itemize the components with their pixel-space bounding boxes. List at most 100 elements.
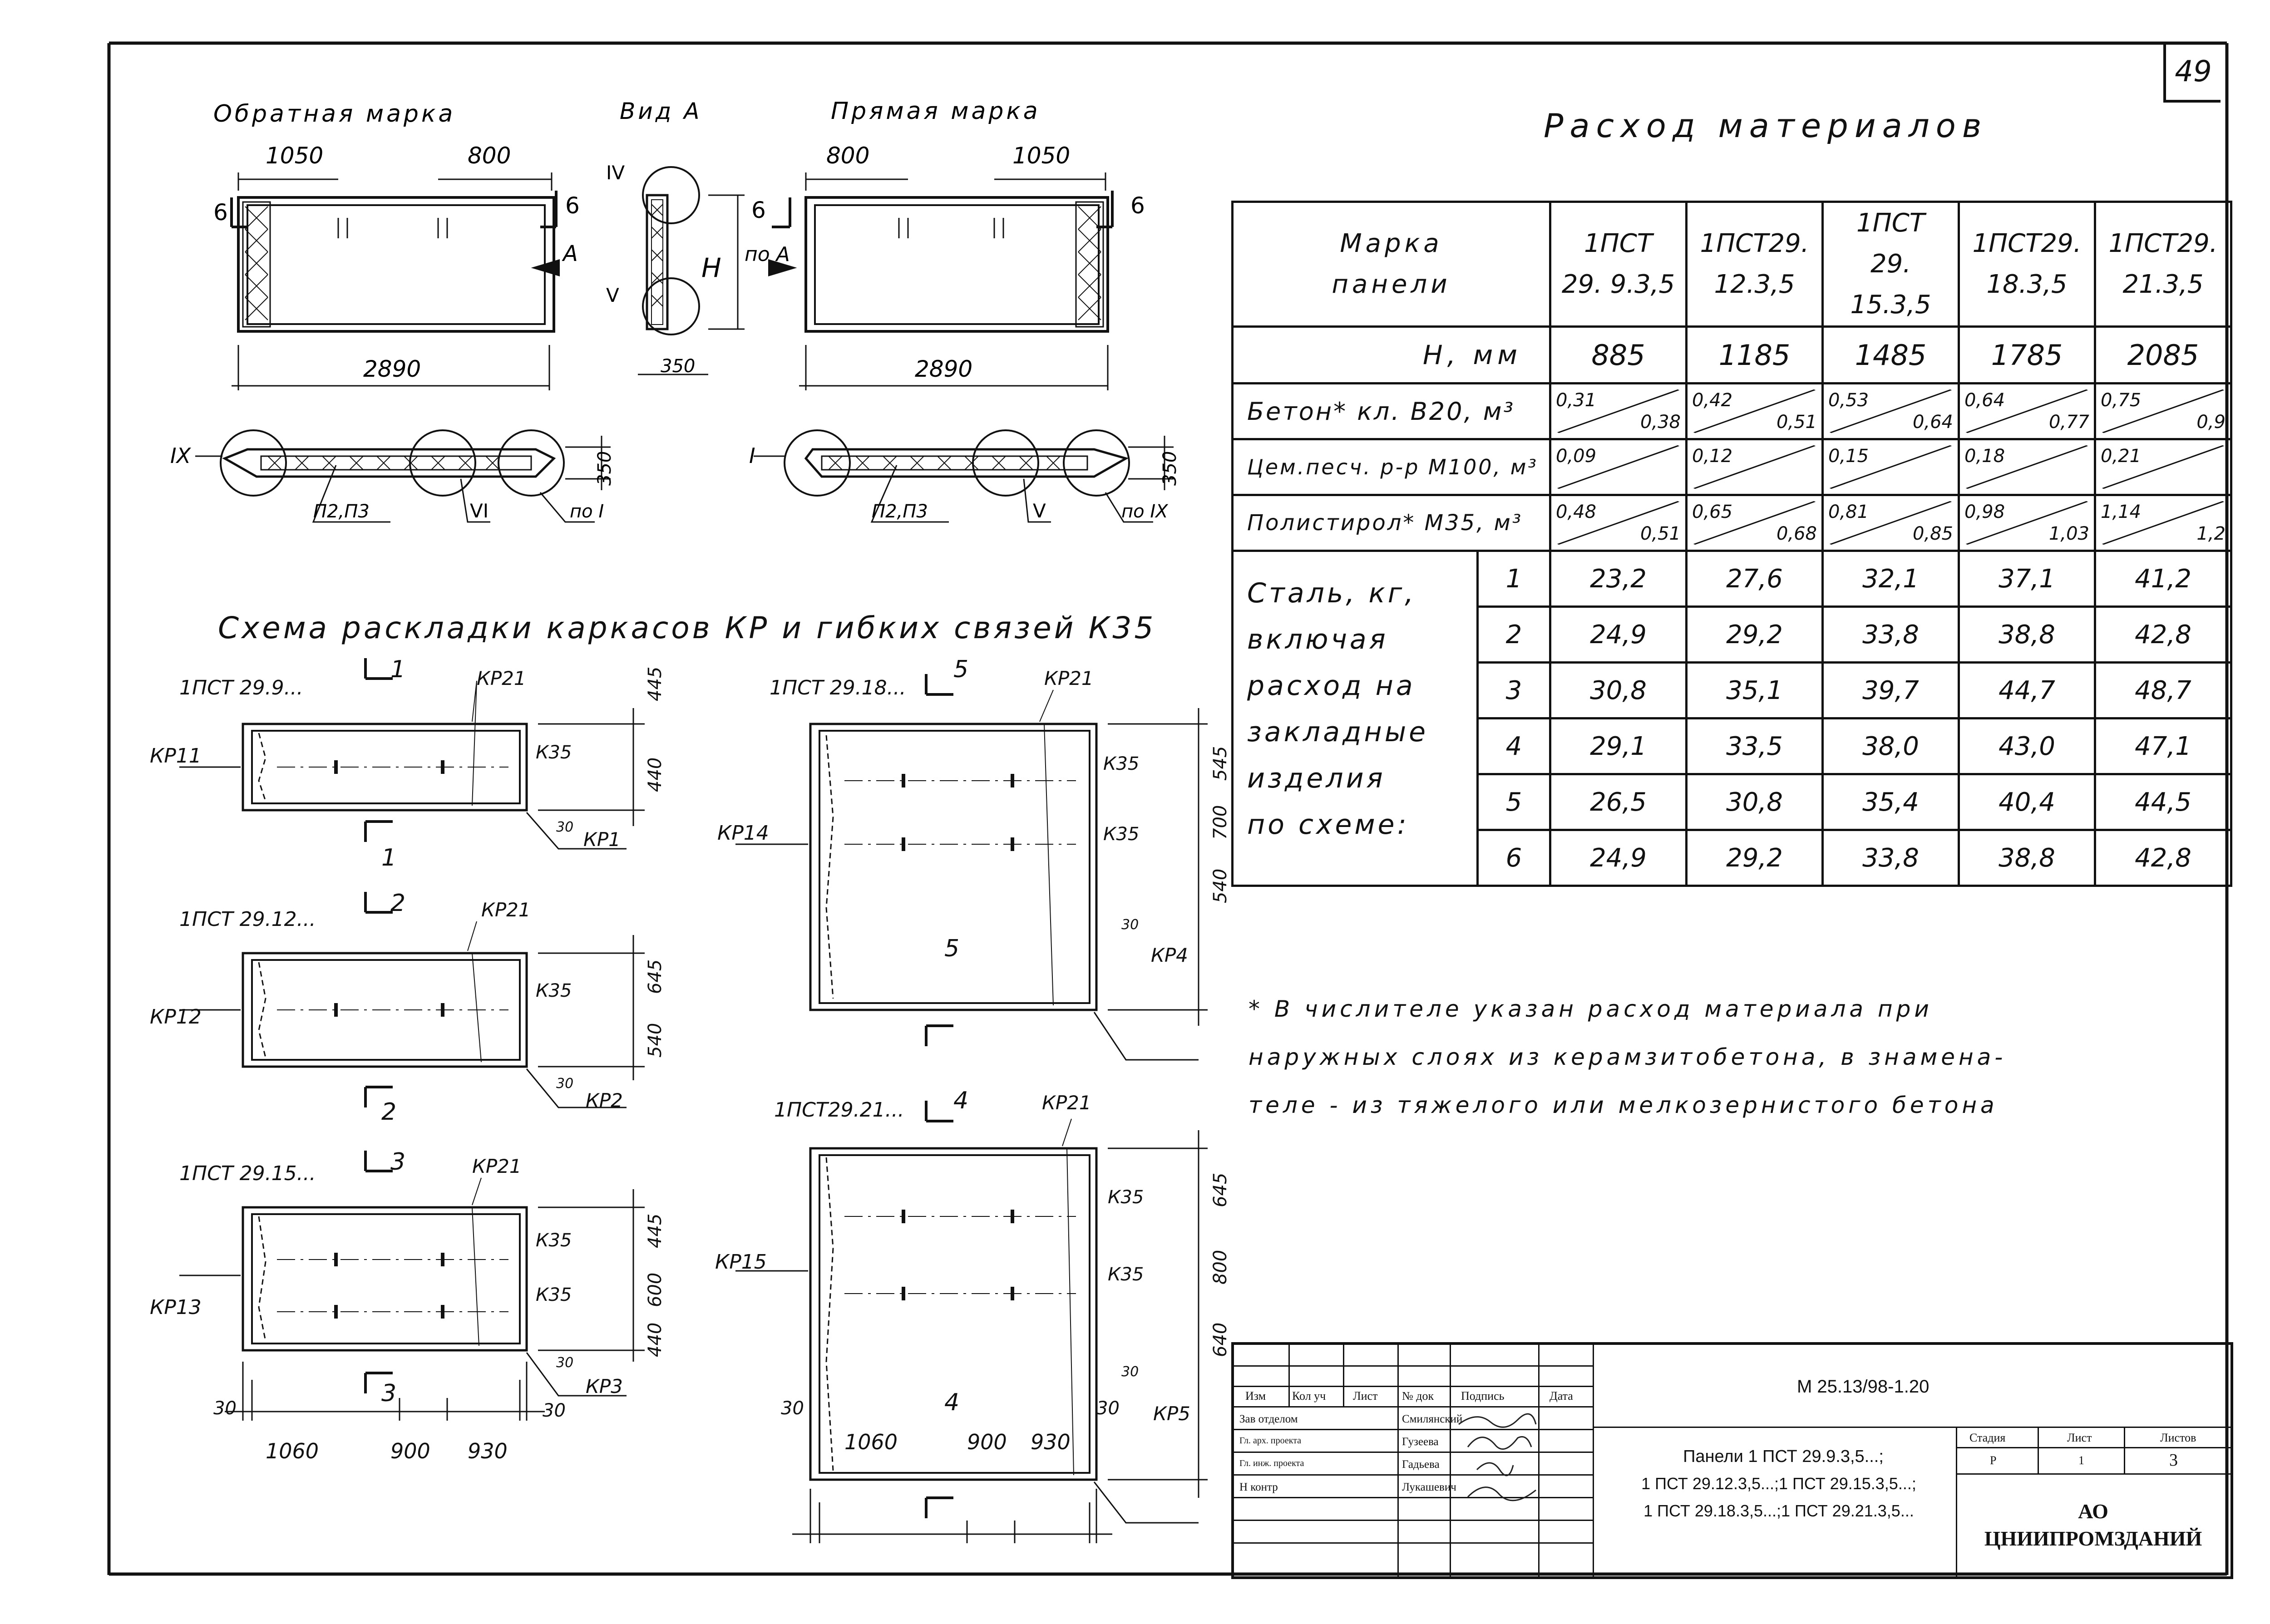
poly-den-5: 1,2 — [2196, 523, 2226, 544]
footnote: * В числителе указан расход материала пр… — [1248, 985, 2006, 1129]
cem-val-2: 0,12 — [1692, 446, 1733, 467]
scheme-panel-5-kpr: КР5 — [1153, 1403, 1190, 1425]
steel-1-1: 23,2 — [1549, 550, 1688, 608]
tb-role-1: Зав отделом — [1239, 1413, 1298, 1425]
scheme-panel-2-k35: К35 — [536, 980, 572, 1001]
header-label-line1: Марка — [1340, 229, 1443, 258]
cem-val-4: 0,18 — [1964, 446, 2005, 467]
dim-350-view: 350 — [661, 356, 695, 377]
scheme-panel-1-dim-440: 440 — [645, 757, 666, 792]
section-6-right-b: 6 — [1130, 192, 1145, 219]
steel-4-1: 29,1 — [1549, 717, 1688, 775]
tb-sheets-h: Листов — [2160, 1431, 2196, 1444]
col-3: 1ПСТ 29. 15.3,5 — [1821, 201, 1960, 328]
h-val-1: 885 — [1549, 325, 1688, 384]
steel-1-2: 27,6 — [1685, 550, 1824, 608]
reverse-panel-drawing — [230, 172, 560, 390]
cem-row: Цем.песч. р-р М100, м³ 0,09 0,12 0,15 0,… — [1231, 438, 2232, 496]
bottom-dim-30-r-a: 30 — [543, 1400, 566, 1421]
scheme-panel-1-kp: КР11 — [150, 744, 202, 768]
tb-role-3: Гл. инж. проекта — [1239, 1458, 1304, 1468]
callout-v: V — [606, 284, 619, 306]
scheme-panel-5-sec-bot: 4 — [944, 1389, 960, 1416]
bottom-dim-30-l-a: 30 — [213, 1398, 237, 1419]
steel-n-1: 1 — [1476, 550, 1551, 608]
direct-panel-drawing — [768, 172, 1114, 390]
steel-4-3: 38,0 — [1821, 717, 1960, 775]
col-1: 1ПСТ 29. 9.3,5 — [1549, 201, 1688, 328]
poly-num-4: 0,98 — [1964, 502, 2005, 522]
tb-hdr-izm: Изм — [1245, 1389, 1266, 1403]
dim-350-left: 350 — [594, 451, 615, 486]
h-val-3: 1485 — [1821, 325, 1960, 384]
tb-sheets: 3 — [2169, 1451, 2178, 1470]
header-label-line2: панели — [1332, 270, 1451, 299]
steel-row-4: 4 29,1 33,5 38,0 43,0 47,1 — [1233, 717, 2232, 775]
tb-sheet: 1 — [2078, 1454, 2084, 1467]
frame-scheme — [179, 658, 1208, 1543]
scheme-panel-3-kr21: КР21 — [472, 1155, 522, 1177]
steel-5-3: 35,4 — [1821, 773, 1960, 831]
steel-row-5: 5 26,5 30,8 35,4 40,4 44,5 — [1233, 773, 2232, 831]
steel-6-2: 29,2 — [1685, 829, 1824, 887]
steel-label-3: расход на — [1247, 670, 1416, 702]
section-6-right: 6 — [565, 192, 580, 219]
scheme-panel-4-k35-b: К35 — [1103, 824, 1140, 845]
dim-800-b: 800 — [826, 143, 869, 169]
scheme-panel-3-k35-b: К35 — [536, 1284, 572, 1305]
cem-cell-3: 0,15 — [1821, 438, 1960, 496]
steel-1-3: 32,1 — [1821, 550, 1960, 608]
scheme-panel-3-dim-445: 445 — [645, 1213, 666, 1248]
scheme-panel-5-kr21: КР21 — [1042, 1092, 1091, 1114]
bottom-dim-900-a: 900 — [390, 1439, 430, 1463]
scheme-panel-5-dim-30: 30 — [1121, 1364, 1139, 1380]
cem-cell-4: 0,18 — [1958, 438, 2096, 496]
steel-n-5: 5 — [1476, 773, 1551, 831]
steel-3-3: 39,7 — [1821, 661, 1960, 719]
bottom-dim-1060-b: 1060 — [844, 1430, 898, 1454]
footnote-line-3: теле - из тяжелого или мелкозернистого б… — [1248, 1092, 1998, 1118]
scheme-panel-2-name: 1ПСТ 29.12... — [179, 908, 316, 931]
steel-label-2: включая — [1247, 624, 1388, 655]
h-val-5: 2085 — [2094, 325, 2232, 384]
reverse-mark-title: Обратная марка — [213, 100, 455, 128]
bottom-dim-30-r-b: 30 — [1096, 1398, 1120, 1419]
scheme-panel-3-kpr: КР3 — [586, 1375, 623, 1398]
scheme-panel-5-dim-645: 645 — [1210, 1172, 1231, 1207]
cem-cell-2: 0,12 — [1685, 438, 1824, 496]
scheme-panel-1-sec-bot: 1 — [381, 844, 397, 871]
scheme-panel-5-kp: КР15 — [715, 1250, 767, 1274]
scheme-title: Схема раскладки каркасов КР и гибких свя… — [218, 610, 1156, 645]
height-h-label: Н — [701, 252, 721, 283]
steel-row-1: Сталь, кг, включая расход на закладные и… — [1231, 550, 2232, 887]
scheme-panel-2-dim-540: 540 — [645, 1023, 666, 1058]
section-6-left-b: 6 — [751, 197, 766, 223]
steel-row-2: 2 24,9 29,2 33,8 38,8 42,8 — [1233, 605, 2232, 664]
tb-stage-h: Стадия — [1969, 1431, 2006, 1444]
steel-6-3: 33,8 — [1821, 829, 1960, 887]
steel-row-6: 6 24,9 29,2 33,8 38,8 42,8 — [1233, 829, 2232, 887]
label-p2p3-a: П2,П3 — [313, 501, 370, 522]
col-4: 1ПСТ29. 18.3,5 — [1958, 201, 2096, 328]
poly-num-1: 0,48 — [1556, 502, 1597, 522]
sheet-number: 49 — [2163, 43, 2221, 103]
callout-v-b: V — [1033, 500, 1046, 522]
scheme-panel-4-kp: КР14 — [717, 822, 769, 845]
poly-num-3: 0,81 — [1828, 502, 1869, 522]
tb-desc-2: 1 ПСТ 29.12.3,5...;1 ПСТ 29.15.3,5...; — [1641, 1474, 1916, 1493]
beton-num-1: 0,31 — [1556, 390, 1597, 411]
scheme-panel-2-kp: КР12 — [150, 1005, 202, 1029]
scheme-panel-4-dim-540: 540 — [1210, 868, 1231, 903]
beton-label: Бетон* кл. В20, м³ — [1231, 382, 1551, 440]
steel-5-1: 26,5 — [1549, 773, 1688, 831]
scheme-panel-4-kr21: КР21 — [1044, 667, 1094, 689]
steel-label-1: Сталь, кг, — [1247, 577, 1416, 609]
scheme-panel-5-dim-640: 640 — [1210, 1322, 1231, 1357]
steel-n-4: 4 — [1476, 717, 1551, 775]
view-a-title: Вид А — [620, 98, 702, 124]
steel-4-4: 43,0 — [1958, 717, 2096, 775]
